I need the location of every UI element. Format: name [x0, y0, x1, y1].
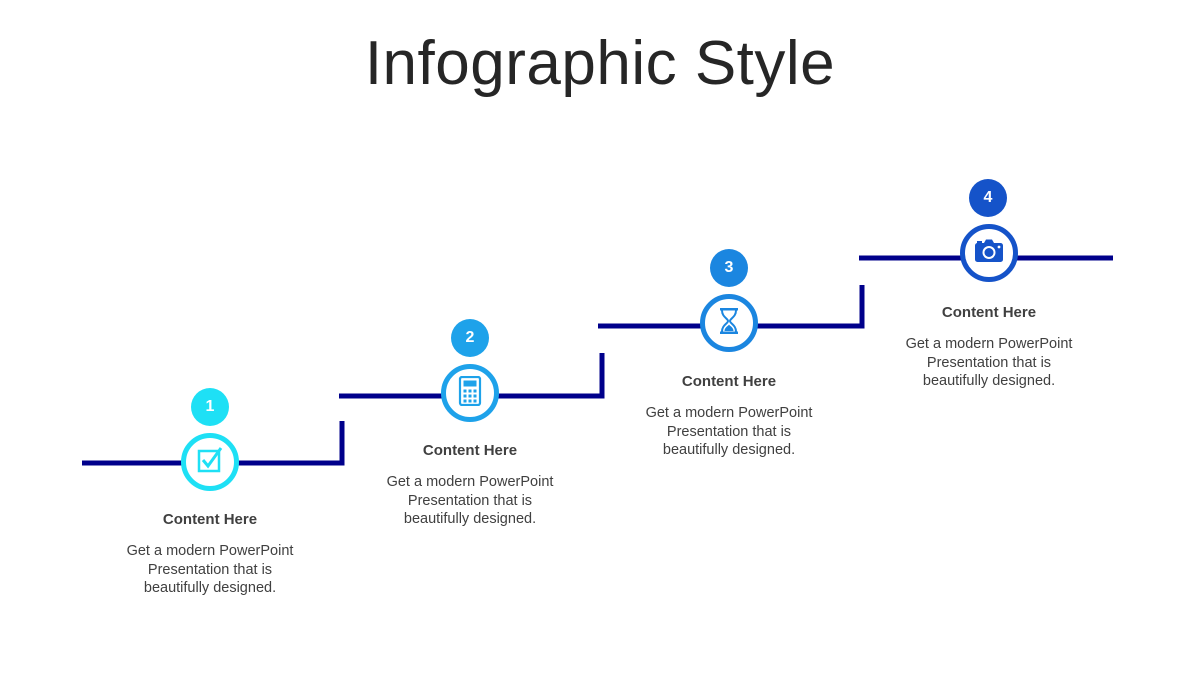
hourglass-icon: [717, 306, 741, 341]
step-1-line: [82, 421, 345, 466]
step-1-icon-ring: [181, 433, 239, 491]
step-4-icon-ring: [960, 224, 1018, 282]
calculator-icon: [457, 375, 483, 411]
slide-title: Infographic Style: [364, 29, 836, 98]
checkbox-icon: [195, 445, 225, 480]
step-4-desc-line-3: beautifully designed.: [922, 373, 1056, 389]
step-1-description: Get a modern PowerPoint Presentation tha…: [90, 542, 330, 598]
step-4-number-badge: 4: [969, 179, 1007, 217]
step-2-desc-line-2: Presentation that is: [407, 492, 533, 509]
step-3-desc-line-3: beautifully designed.: [662, 442, 796, 458]
step-3-desc-line-2: Presentation that is: [666, 423, 792, 440]
step-3-description: Get a modern PowerPoint Presentation tha…: [609, 404, 849, 460]
step-1-desc-line-3: beautifully designed.: [143, 580, 277, 596]
step-3-heading: Content Here: [681, 373, 777, 390]
step-2-desc-line-1: Get a modern PowerPoint: [386, 474, 554, 490]
step-1-number-badge: 1: [191, 388, 229, 426]
step-3-desc-line-1: Get a modern PowerPoint: [645, 405, 813, 421]
step-2-number-badge: 2: [451, 319, 489, 357]
step-1-desc-line-1: Get a modern PowerPoint: [126, 543, 294, 559]
step-4-desc-line-2: Presentation that is: [926, 354, 1052, 371]
step-3-line: [598, 285, 865, 329]
step-3-number: 3: [724, 259, 734, 276]
step-4-desc-line-1: Get a modern PowerPoint: [905, 336, 1073, 352]
step-2-icon-ring: [441, 364, 499, 422]
step-2-heading: Content Here: [422, 442, 518, 459]
step-3-number-badge: 3: [710, 249, 748, 287]
camera-icon: [974, 238, 1004, 269]
step-1-heading: Content Here: [162, 511, 258, 528]
step-2-line: [339, 353, 605, 399]
step-4-heading: Content Here: [941, 304, 1037, 321]
step-1-desc-line-2: Presentation that is: [147, 561, 273, 578]
step-2-number: 2: [465, 329, 475, 346]
step-1-number: 1: [205, 398, 215, 415]
step-2-desc-line-3: beautifully designed.: [403, 511, 537, 527]
step-3-icon-ring: [700, 294, 758, 352]
step-4-description: Get a modern PowerPoint Presentation tha…: [869, 335, 1109, 391]
step-4-number: 4: [983, 189, 993, 206]
step-2-description: Get a modern PowerPoint Presentation tha…: [350, 473, 590, 529]
